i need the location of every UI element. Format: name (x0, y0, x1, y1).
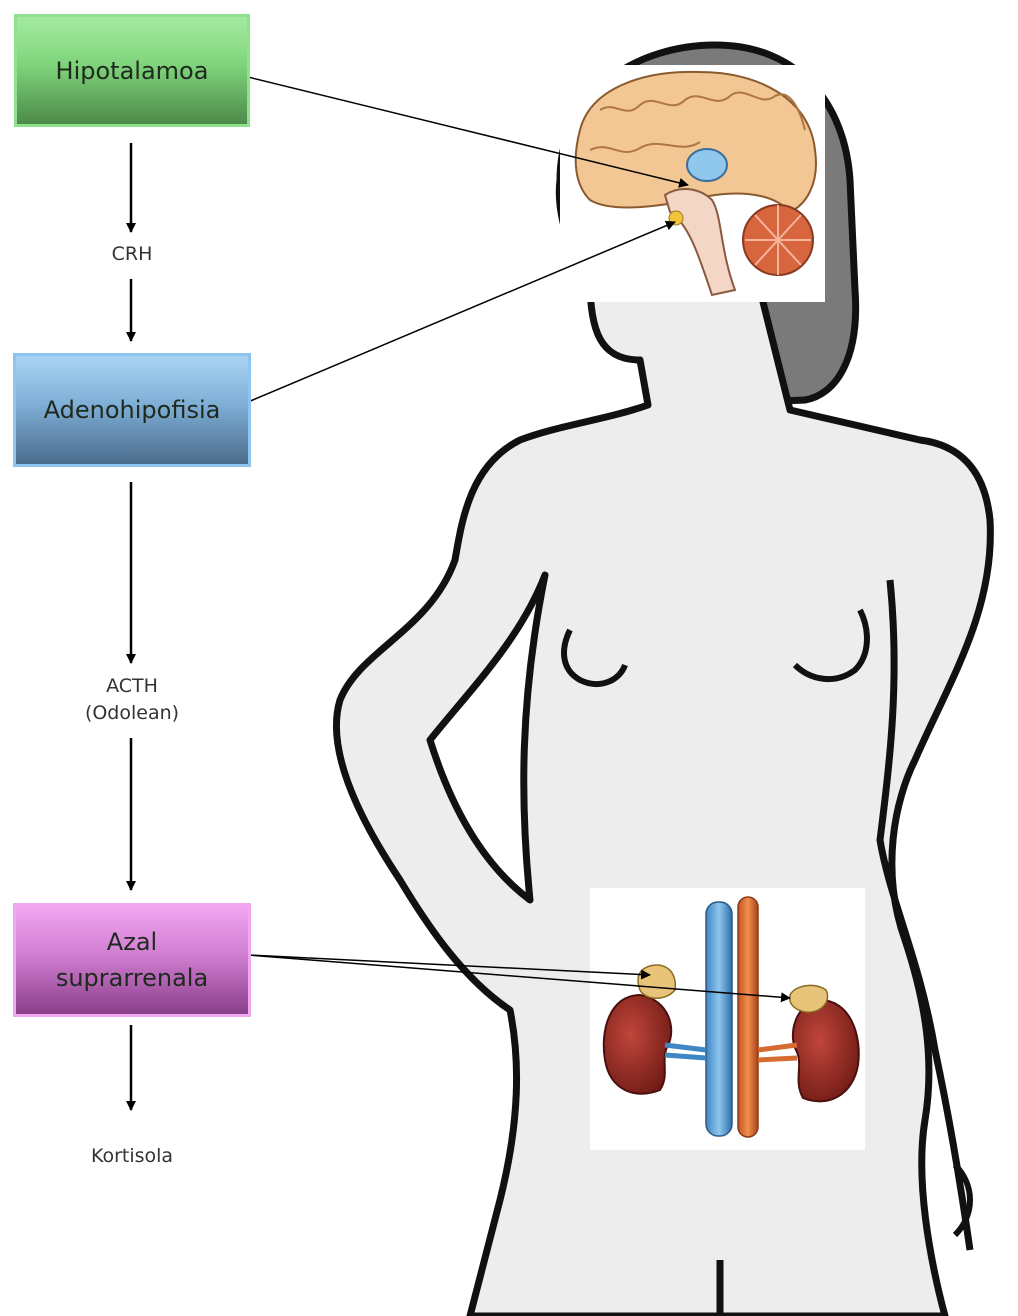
acth-label-line2: (Odolean) (60, 700, 204, 727)
adrenal-label-line1: Azal (107, 924, 157, 960)
adrenal-label-line2: suprarrenala (56, 960, 208, 996)
acth-label: ACTH (Odolean) (60, 673, 204, 727)
adrenal-gland-box: Azal suprarrenala (13, 903, 251, 1017)
adenohypophysis-box: Adenohipofisia (13, 353, 251, 467)
adenohypophysis-label: Adenohipofisia (44, 392, 221, 428)
crh-label: CRH (80, 243, 184, 265)
acth-label-line1: ACTH (60, 673, 204, 700)
hypothalamus-box: Hipotalamoa (14, 14, 250, 127)
hypothalamus-label: Hipotalamoa (56, 53, 209, 89)
cortisol-label: Kortisola (60, 1145, 204, 1167)
body-silhouette (336, 280, 990, 1316)
kidneys-adrenal-icon (590, 888, 865, 1150)
brain-icon (560, 65, 825, 302)
